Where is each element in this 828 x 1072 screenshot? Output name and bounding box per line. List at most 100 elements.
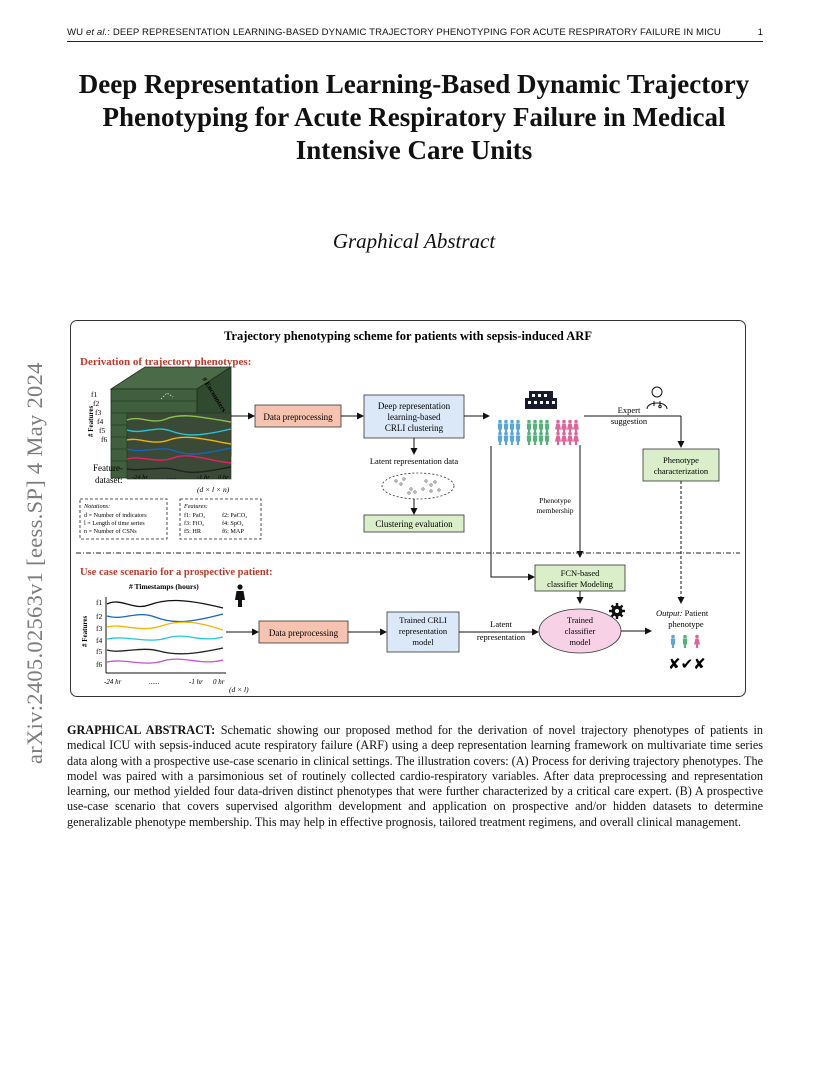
fcn-line-1: FCN-based <box>561 568 600 578</box>
feature-def-f5: f5: HR <box>184 528 202 535</box>
graphical-abstract-caption: GRAPHICAL ABSTRACT: Schematic showing ou… <box>67 723 763 830</box>
section-b-label: Use case scenario for a prospective pati… <box>80 567 273 578</box>
tick-start-a: -24 hr <box>132 474 149 481</box>
data-preprocessing-label-b: Data preprocessing <box>269 628 339 638</box>
header-rule <box>67 41 763 42</box>
dims-b: (d × l) <box>229 685 249 694</box>
trained-crli-line-2: representation <box>399 626 448 636</box>
feature-f6-b: f6 <box>96 660 102 669</box>
phenotype-membership-line-1: Phenotype <box>539 496 571 505</box>
data-preprocessing-label-a: Data preprocessing <box>263 412 333 422</box>
trained-crli-box <box>386 611 460 653</box>
clustering-evaluation-label: Clustering evaluation <box>375 519 453 529</box>
notation-d: d = Number of indicators <box>84 512 147 519</box>
patient-group-green-icon <box>526 419 550 445</box>
phenotype-membership-line-2: membership <box>536 506 573 515</box>
output-phenotype-icons <box>670 634 700 648</box>
features-title: Features: <box>183 503 208 510</box>
crli-line-2: learning-based <box>388 412 441 422</box>
latent-space-ellipse <box>381 472 455 500</box>
dataset-label-2: dataset: <box>95 475 123 485</box>
feature-f1-b: f1 <box>96 598 102 607</box>
notations-title: Notations: <box>83 503 110 510</box>
clustering-evaluation-box <box>363 514 465 533</box>
patient-group-blue-icon <box>497 419 521 445</box>
timestamps-label-b: # Timestamps (hours) <box>129 582 199 591</box>
patient-icon <box>235 584 245 607</box>
latent-rep-line-2: representation <box>477 632 526 642</box>
dims-a: (d × l × n) <box>197 485 230 494</box>
feature-f4-b: f4 <box>96 636 102 645</box>
gear-icon <box>609 603 625 619</box>
feature-def-f1: f1: PaO₂ <box>184 512 205 519</box>
output-word: Output: <box>656 608 683 618</box>
data-cube <box>109 366 233 480</box>
notations-text: Notations: d = Number of indicators l = … <box>83 503 147 535</box>
notation-l: l = Length of time series <box>84 520 145 527</box>
latent-points <box>394 477 441 495</box>
feature-names-a: f1 f2 f3 f4 f5 f6 <box>91 390 107 444</box>
feature-f2-a: f2 <box>93 399 99 408</box>
crli-line-1: Deep representation <box>378 401 451 411</box>
features-label-b: # Features <box>81 616 89 647</box>
output-label: Output: Patient <box>656 608 709 618</box>
tick-start-b: -24 hr <box>104 678 122 686</box>
output-phenotype: phenotype <box>668 619 704 629</box>
feature-def-f4: f4: SpO₂ <box>222 520 244 527</box>
dataset-label-1: Feature- <box>93 463 123 473</box>
header-authors: WU <box>67 27 86 38</box>
figure-canvas: Trajectory phenotyping scheme for patien… <box>76 329 740 694</box>
trained-clf-line-2: classifier <box>565 626 596 636</box>
trained-clf-line-1: Trained <box>567 615 594 625</box>
caption-label: GRAPHICAL ABSTRACT: <box>67 723 216 737</box>
output-patient: Patient <box>682 608 708 618</box>
caption-text: Schematic showing our proposed method fo… <box>67 723 763 829</box>
section-a-label: Derivation of trajectory phenotypes: <box>80 356 251 368</box>
tick-0-b: 0 hr <box>213 678 225 686</box>
features-box <box>179 498 262 540</box>
title-line-2: Phenotyping for Acute Respiratory Failur… <box>102 102 726 132</box>
tick-labels-a: -24 hr ...... -1 hr 0 hr <box>132 474 229 481</box>
feature-f3-b: f3 <box>96 624 102 633</box>
paper-title: Deep Representation Learning-Based Dynam… <box>60 68 768 167</box>
phenotype-char-line-1: Phenotype <box>663 455 699 465</box>
feature-f3-a: f3 <box>95 408 101 417</box>
notations-box <box>79 498 168 540</box>
output-check-marks: ✘✔✘ <box>668 655 706 673</box>
crli-line-3: CRLI clustering <box>385 423 444 433</box>
latent-data-label: Latent representation data <box>370 456 458 466</box>
feature-f5-b: f5 <box>96 647 102 656</box>
phenotype-char-line-2: characterization <box>654 466 709 476</box>
graphical-abstract-figure: Trajectory phenotyping scheme for patien… <box>70 320 746 697</box>
feature-names-b: f1 f2 f3 f4 f5 f6 <box>96 598 102 669</box>
title-line-3: Intensive Care Units <box>295 135 533 165</box>
tick-0-a: 0 hr <box>218 474 229 481</box>
tick-m1-b: -1 hr <box>189 678 203 686</box>
feature-f1-a: f1 <box>91 390 97 399</box>
expert-line-2: suggestion <box>611 416 648 426</box>
fcn-classifier-box <box>534 564 626 592</box>
feature-f4-a: f4 <box>97 417 103 426</box>
tick-dots-a: ...... <box>167 474 177 481</box>
feature-f6-a: f6 <box>101 435 107 444</box>
patient-group-pink-icon <box>555 419 579 445</box>
feature-def-f6: f6: MAP <box>222 528 244 535</box>
hospital-icon <box>525 391 557 409</box>
fcn-line-2: classifier Modeling <box>547 579 614 589</box>
feature-def-f2: f2: PaCO₂ <box>222 512 247 519</box>
features-label-a: # Features <box>87 406 95 437</box>
header-title-text: : DEEP REPRESENTATION LEARNING-BASED DYN… <box>107 27 721 38</box>
figure-title: Trajectory phenotyping scheme for patien… <box>224 329 592 343</box>
title-line-1: Deep Representation Learning-Based Dynam… <box>78 69 750 99</box>
phenotype-characterization-box <box>642 448 720 482</box>
graphical-abstract-heading: Graphical Abstract <box>332 229 496 253</box>
feature-def-f3: f3: FiO₂ <box>184 520 204 527</box>
expert-line-1: Expert <box>618 405 641 415</box>
tick-m1-a: -1 hr <box>197 474 210 481</box>
trained-clf-line-3: model <box>569 637 591 647</box>
crli-clustering-box <box>363 394 465 439</box>
notation-n: n = Number of CSNs <box>84 528 137 535</box>
trained-crli-line-3: model <box>412 637 434 647</box>
page-number: 1 <box>757 27 763 38</box>
feature-f2-b: f2 <box>96 612 102 621</box>
